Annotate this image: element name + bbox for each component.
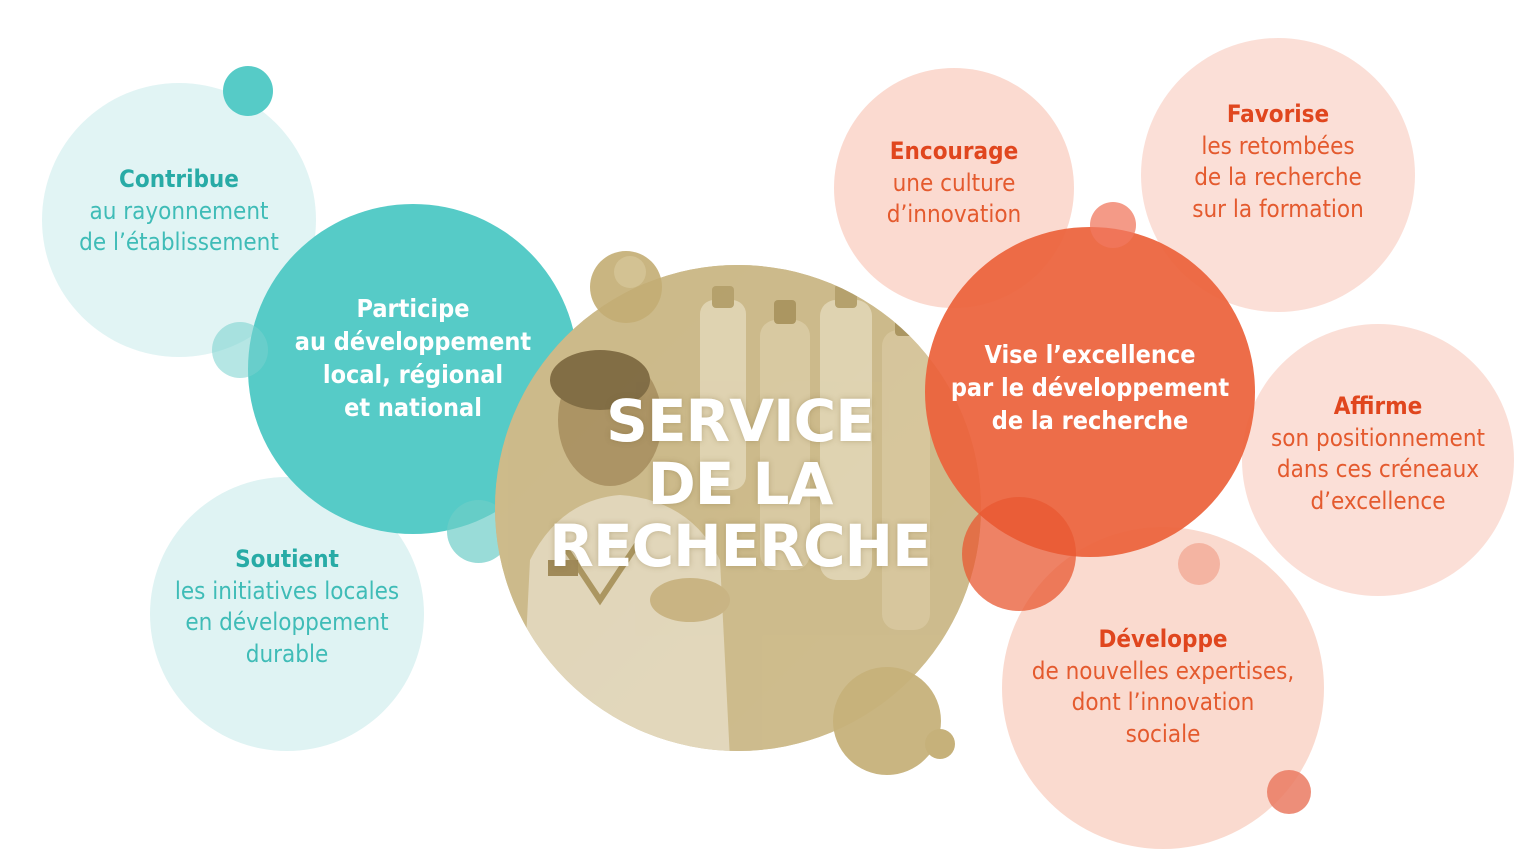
developpe-line2: dont l’innovation	[1071, 688, 1255, 717]
center-title-line2: DE LA	[647, 449, 834, 518]
vise-accent-dot-top	[1090, 202, 1136, 248]
developpe-label: Développe de nouvelles expertises, dont …	[1012, 624, 1314, 751]
developpe-line1: de nouvelles expertises,	[1031, 656, 1295, 685]
participe-line4: et national	[344, 393, 482, 422]
center-title: SERVICE DE LA RECHERCHE	[549, 387, 931, 578]
participe-label: Participe au développement local, région…	[268, 292, 558, 424]
contribue-line1: au rayonnement	[89, 196, 269, 225]
encourage-verb: Encourage	[889, 137, 1019, 165]
contribue-line2: de l’établissement	[79, 228, 279, 257]
soutient-line3: durable	[245, 640, 329, 669]
affirme-verb: Affirme	[1333, 392, 1423, 420]
participe-line2: au développement	[294, 327, 532, 356]
encourage-label: Encourage une culture d’innovation	[844, 136, 1064, 231]
favorise-label: Favorise les retombées de la recherche s…	[1151, 99, 1405, 226]
contribue-verb: Contribue	[119, 165, 239, 193]
affirme-bubble	[1242, 324, 1514, 596]
favorise-verb: Favorise	[1226, 100, 1330, 128]
vise-line3: de la recherche	[991, 406, 1189, 435]
developpe-accent-dot-top	[1178, 543, 1220, 585]
developpe-accent-dot-bottom	[1267, 770, 1311, 814]
developpe-verb: Développe	[1098, 625, 1228, 653]
photo-accent-dot-bottom	[833, 667, 941, 775]
vise-line1: Vise l’excellence	[984, 340, 1196, 369]
soutient-verb: Soutient	[235, 545, 339, 573]
encourage-line2: d’innovation	[886, 200, 1022, 229]
contribue-label: Contribue au rayonnement de l’établissem…	[52, 164, 306, 259]
vise-bubble	[925, 227, 1255, 557]
favorise-line3: sur la formation	[1192, 195, 1364, 224]
favorise-line2: de la recherche	[1194, 163, 1362, 192]
vise-accent-dot-bottom	[962, 497, 1076, 611]
photo-accent-dot-bottom-small	[925, 729, 955, 759]
participe-accent-dot-left	[212, 322, 268, 378]
affirme-line3: d’excellence	[1310, 487, 1446, 516]
favorise-line1: les retombées	[1201, 131, 1355, 160]
lab-photo-illustration	[495, 265, 981, 751]
developpe-line3: sociale	[1125, 720, 1201, 749]
participe-line3: local, régional	[322, 360, 504, 389]
contribue-accent-dot	[223, 66, 273, 116]
vise-line2: par le développement	[950, 373, 1230, 402]
center-title-line1: SERVICE	[606, 387, 875, 455]
affirme-line1: son positionnement	[1271, 423, 1485, 452]
participe-line1: Participe	[356, 294, 470, 323]
soutient-line1: les initiatives locales	[174, 576, 400, 605]
soutient-label: Soutient les initiatives locales en déve…	[150, 544, 424, 671]
vise-label: Vise l’excellence par le développement d…	[940, 338, 1240, 437]
affirme-line2: dans ces créneaux	[1276, 455, 1480, 484]
center-title-line3: RECHERCHE	[549, 512, 931, 581]
affirme-label: Affirme son positionnement dans ces crén…	[1250, 391, 1506, 518]
soutient-line2: en développement	[185, 608, 389, 637]
photo-accent-dot-top-inner	[614, 256, 646, 288]
encourage-line1: une culture	[892, 168, 1016, 197]
